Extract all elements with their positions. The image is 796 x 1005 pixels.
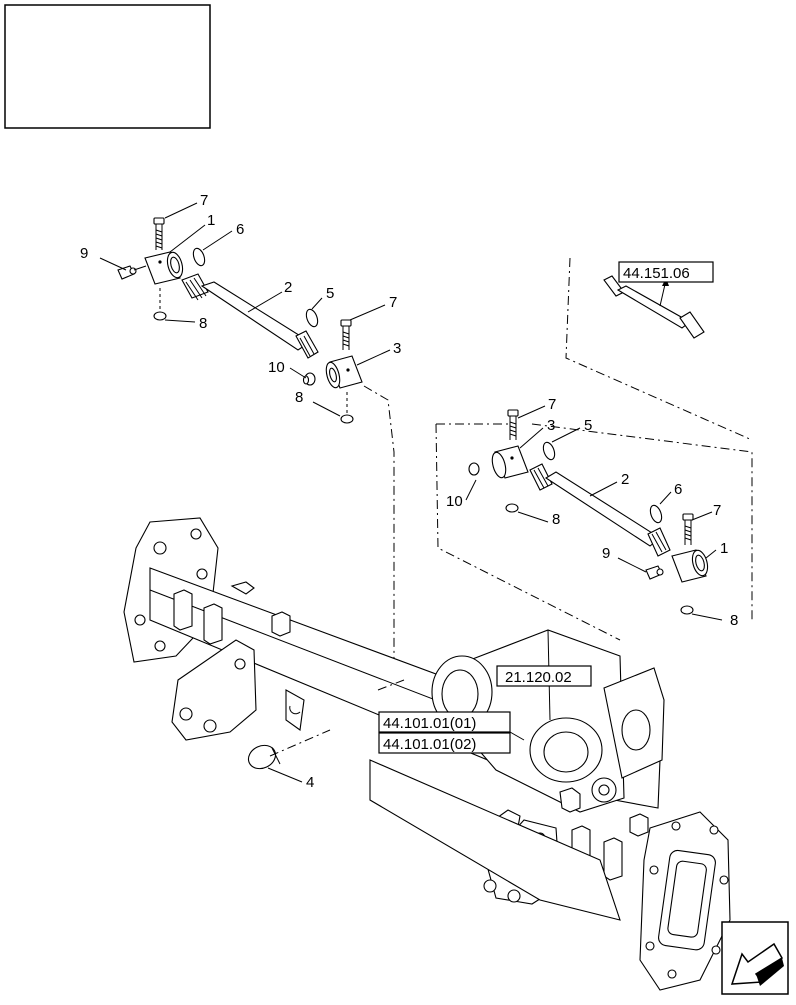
callout-label: 9	[602, 545, 610, 562]
leader-lines-right	[465, 405, 723, 621]
callout-label: 8	[199, 315, 207, 332]
ref-box	[378, 711, 511, 733]
reference-shaft	[603, 275, 705, 339]
axle-housing	[123, 517, 731, 991]
bolt	[340, 319, 352, 350]
callouts-left: 9 7 1 6 2 5 7 8 3 10 8	[80, 192, 401, 406]
cap	[247, 744, 281, 770]
callout-label: 7	[548, 396, 556, 413]
title-block	[4, 4, 211, 129]
shaft-assembly-left	[117, 217, 363, 424]
bolt	[153, 217, 165, 250]
callout-label: 3	[393, 340, 401, 357]
plug	[302, 372, 316, 386]
ref-box	[618, 261, 714, 283]
callout-label: 9	[80, 245, 88, 262]
reference-label: 44.101.01(02)	[383, 736, 476, 753]
o-ring	[305, 308, 319, 328]
callout-label: 1	[207, 212, 215, 229]
callout-label: 7	[389, 294, 397, 311]
nut	[680, 605, 694, 615]
callout-label: 7	[713, 502, 721, 519]
coupling-sleeve	[325, 355, 363, 389]
callout-label: 1	[720, 540, 728, 557]
callout-label: 2	[621, 471, 629, 488]
reference-label: 21.120.02	[505, 669, 572, 686]
callout-label: 10	[446, 493, 463, 510]
callout-label: 6	[674, 481, 682, 498]
page-turn-arrow-icon[interactable]	[721, 921, 789, 995]
drive-shaft	[181, 273, 319, 359]
callout-label: 6	[236, 221, 244, 238]
drive-shaft	[529, 463, 671, 557]
grease-fitting	[117, 265, 147, 280]
coupling-sleeve	[144, 251, 184, 285]
callout-label: 3	[547, 417, 555, 434]
callout-label: 5	[584, 417, 592, 434]
callout-label: 8	[295, 389, 303, 406]
reference-shaft-group: 44.151.06	[565, 257, 753, 441]
reference-label: 44.151.06	[623, 265, 690, 282]
ref-box	[496, 665, 592, 687]
leader-lines-left	[99, 202, 391, 417]
o-ring	[192, 247, 206, 267]
nut	[340, 392, 354, 424]
nut	[153, 288, 167, 321]
callout-label: 5	[326, 285, 334, 302]
nut	[505, 503, 519, 513]
o-ring	[542, 441, 556, 461]
callout-label: 7	[200, 192, 208, 209]
ref-box	[378, 732, 511, 754]
plug	[468, 462, 480, 476]
callout-label: 10	[268, 359, 285, 376]
callout-label: 4	[306, 774, 314, 791]
callout-label: 2	[284, 279, 292, 296]
bolt	[507, 409, 519, 440]
o-ring	[649, 504, 663, 524]
shaft-assembly-right	[435, 409, 753, 641]
grease-fitting	[645, 565, 664, 580]
callout-label: 8	[730, 612, 738, 629]
coupling-sleeve	[491, 445, 529, 479]
coupling-sleeve	[671, 549, 709, 583]
callout-label: 8	[552, 511, 560, 528]
reference-label: 44.101.01(01)	[383, 715, 476, 732]
callouts-right: 7 3 5 2 6 10 7 8 1 9 8	[446, 396, 738, 629]
bolt	[682, 513, 694, 545]
alignment-line	[363, 385, 395, 680]
alignment-line	[269, 679, 405, 757]
